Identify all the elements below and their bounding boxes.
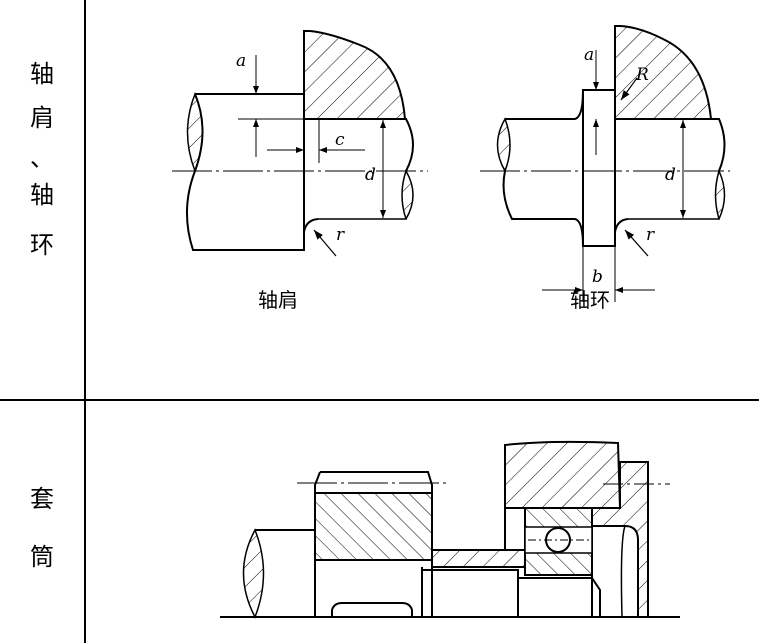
row-label-char: 肩 [30, 104, 54, 132]
dim-a-label: a [236, 51, 246, 71]
row-label-char: 套 [30, 485, 54, 513]
sleeve-drawing [220, 440, 680, 619]
dim-r-label: r [336, 225, 345, 245]
column-divider [84, 0, 86, 643]
dim-c-label: c [335, 130, 345, 150]
shaft-shoulder-drawing [172, 30, 428, 257]
dim-d-label: d [665, 165, 676, 185]
row-divider [0, 399, 759, 401]
caption-collar: 轴环 [570, 288, 610, 312]
caption-shoulder: 轴肩 [258, 288, 298, 312]
row-label-char: 筒 [30, 543, 54, 571]
dim-a-label: a [584, 45, 594, 65]
row-label-char: 轴 [30, 181, 54, 209]
shaft-collar-drawing [480, 25, 730, 302]
row-label-char: 、 [30, 144, 54, 172]
dim-r-label: r [646, 225, 655, 245]
dim-d-label: d [365, 165, 376, 185]
row-label-char: 环 [30, 231, 54, 259]
dim-b-label: b [592, 267, 603, 287]
dim-R-label: R [635, 65, 649, 85]
row-label-char: 轴 [30, 60, 54, 88]
